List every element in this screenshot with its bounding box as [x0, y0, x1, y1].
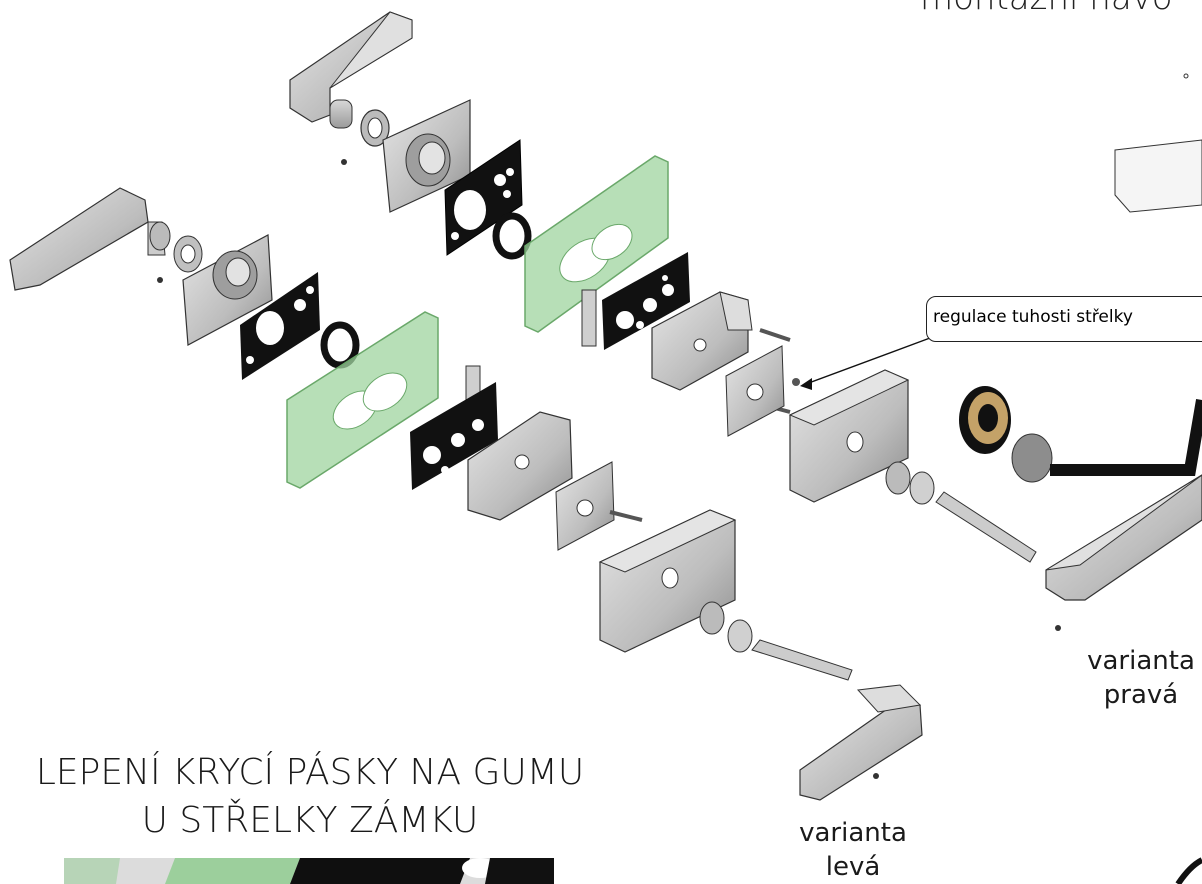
photo-crop — [64, 858, 554, 884]
left-rosette-ring — [149, 221, 203, 273]
left-rosette-base — [182, 234, 273, 346]
screw-dot — [157, 277, 163, 283]
page-title: montážní návo — [920, 0, 1173, 18]
left-lever-handle — [9, 187, 166, 291]
latch-plate — [581, 289, 597, 347]
left-spacer-ring — [320, 321, 360, 369]
variant-left-label: varianta levá — [788, 816, 918, 884]
right-rosette-block — [788, 369, 910, 503]
upper-lever-handle — [289, 11, 413, 129]
upper-rosette-ring — [360, 109, 390, 147]
upper-rubber-gasket — [444, 139, 523, 256]
variant-right-label: varianta pravá — [1080, 644, 1202, 712]
right-spindle — [935, 491, 1037, 563]
upper-rosette-base — [382, 99, 471, 213]
variant-right-line2: pravá — [1103, 680, 1179, 710]
screw-dot — [1055, 625, 1061, 631]
left-rosette-block — [598, 509, 737, 653]
left-lock-body — [467, 411, 573, 521]
variant-left-line2: levá — [825, 852, 881, 882]
right-lock-body — [651, 291, 753, 391]
left-rubber-gasket-2 — [410, 382, 498, 490]
tension-screw — [792, 378, 800, 386]
variant-left-line1: varianta — [799, 818, 907, 848]
gluing-heading-line2: U STŘELKY ZÁMKU — [141, 800, 479, 841]
right-mounting-plate — [725, 345, 785, 437]
bottom-lever-handle — [799, 684, 923, 801]
bottom-right-tool-edge — [1175, 857, 1202, 884]
left-mounting-plate — [555, 461, 615, 551]
tension-adjustment-knob — [959, 386, 1202, 483]
left-green-gasket — [286, 311, 439, 489]
right-lever-handle — [1045, 474, 1202, 601]
callout-arrow — [800, 337, 931, 390]
left-spindle — [751, 639, 853, 681]
upper-spacer-ring — [492, 212, 532, 260]
left-rings — [699, 601, 753, 653]
screw-dot — [341, 159, 347, 165]
right-rubber-gasket — [602, 252, 690, 350]
upper-green-gasket — [524, 155, 669, 333]
screw-dot — [873, 773, 879, 779]
upper-right-part — [1114, 73, 1202, 213]
variant-right-line1: varianta — [1087, 646, 1195, 676]
gluing-heading-line1: LEPENÍ KRYCÍ PÁSKY NA GUMU — [35, 752, 585, 793]
left-screw — [609, 510, 643, 522]
tension-regulation-callout: regulace tuhosti střelky — [926, 296, 1202, 342]
right-rings — [885, 461, 935, 505]
left-rubber-gasket — [240, 272, 320, 380]
